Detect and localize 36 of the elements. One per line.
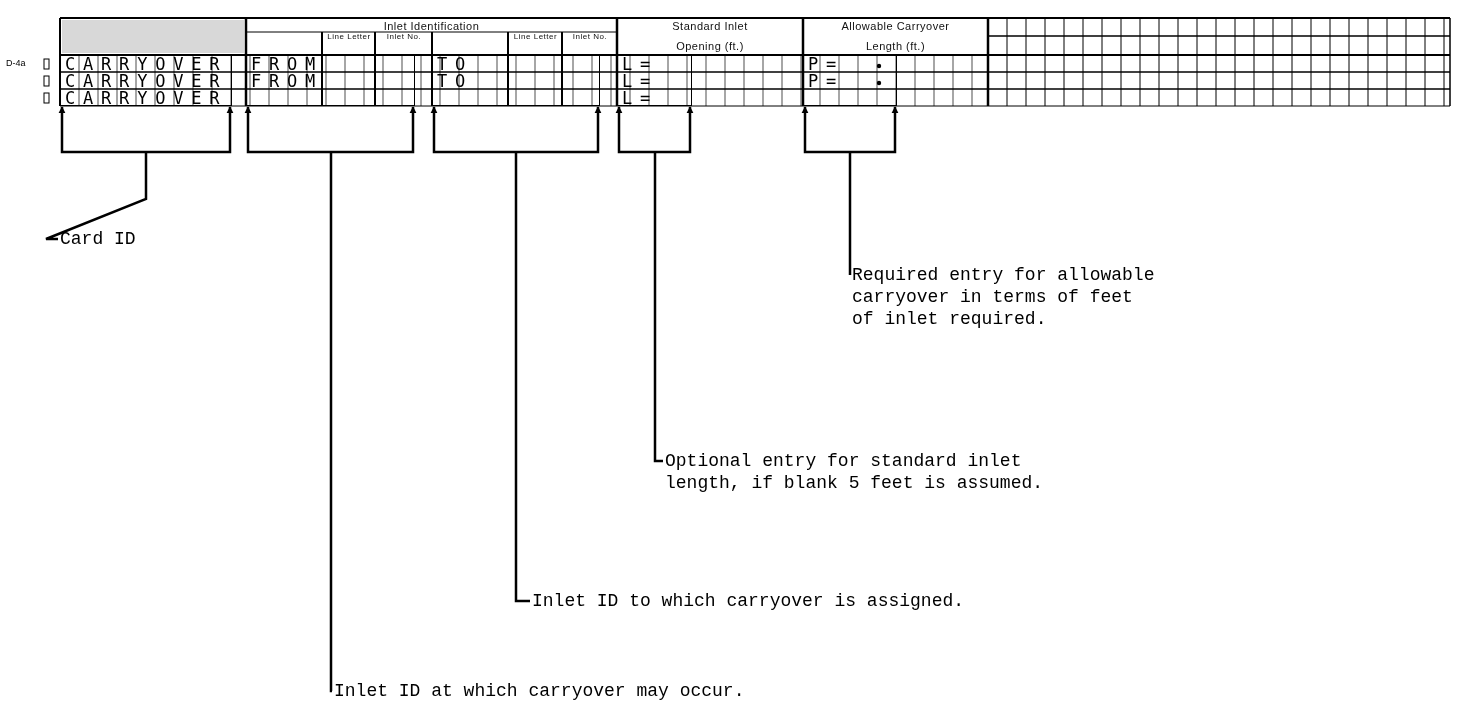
column-heading: Length (ft.) (864, 40, 927, 52)
annotation-note: Optional entry for standard inlet length, if blank 5 feet is assumed. (665, 450, 1095, 494)
leader-bracket (44, 105, 234, 241)
annotation-note: Inlet ID at which carryover may occur. (334, 680, 814, 702)
annotation-note: Inlet ID to which carryover is assigned. (532, 590, 1052, 612)
form-entry: L= (621, 90, 659, 107)
column-heading: Inlet Identification (382, 20, 481, 32)
annotation-note: Card ID (60, 228, 260, 250)
form-entry: CARRYOVER (64, 73, 228, 90)
form-field-columns (246, 55, 415, 106)
form-field-columns (60, 55, 232, 106)
form-field-columns (803, 55, 897, 106)
column-heading: Opening (ft.) (675, 40, 745, 52)
form-entry: P= (807, 73, 845, 90)
form-entry: L= (621, 56, 659, 73)
column-heading: Allowable Carryover (840, 20, 951, 32)
annotation-note: Required entry for allowable carryover in terms of feet of inlet required. (852, 264, 1157, 330)
column-heading: Inlet No. (571, 33, 609, 41)
form-entry: CARRYOVER (64, 56, 228, 73)
column-heading: Inlet No. (385, 33, 423, 41)
form-entry: CARRYOVER (64, 90, 228, 107)
column-heading: Line Letter (512, 33, 559, 41)
form-field-columns (617, 55, 692, 106)
column-heading: Standard Inlet (671, 20, 749, 32)
form-entry: TO (436, 73, 474, 90)
form-entry: FROM (250, 73, 324, 90)
form-entry: TO (436, 56, 474, 73)
form-entry: FROM (250, 56, 324, 73)
leader-bracket (801, 105, 899, 277)
form-field-columns (432, 55, 600, 106)
column-heading: Line Letter (326, 33, 372, 41)
leader-bracket (244, 105, 417, 693)
leader-bracket (615, 105, 694, 463)
form-entry: L= (621, 73, 659, 90)
leader-bracket (430, 105, 602, 603)
form-entry: P= (807, 56, 845, 73)
